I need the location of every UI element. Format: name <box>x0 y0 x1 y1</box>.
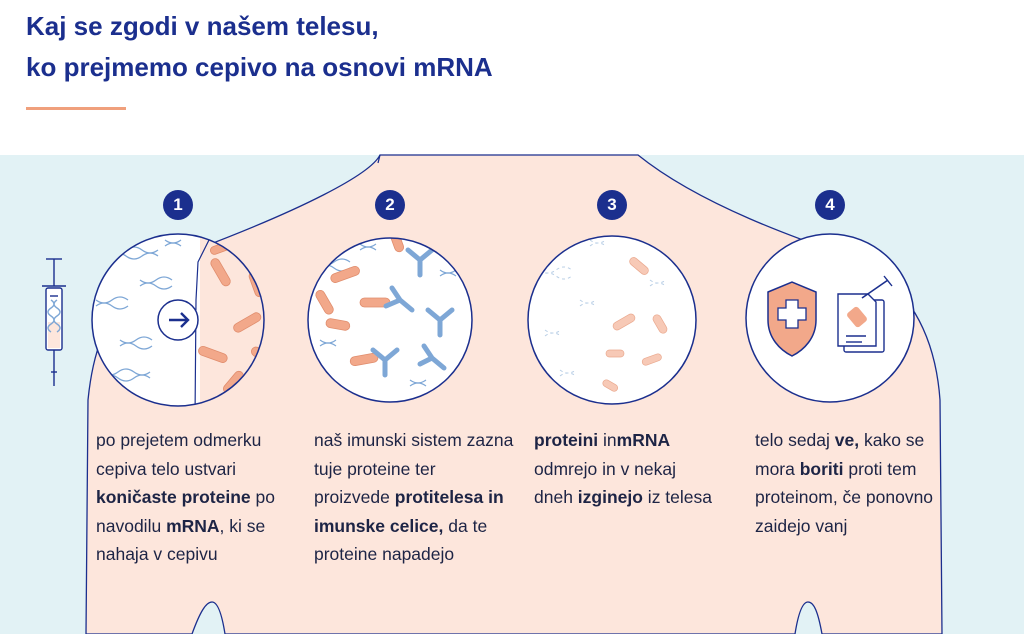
emphasis-text: koničaste proteine <box>96 487 251 507</box>
body-text: in <box>598 430 617 450</box>
antibodies <box>370 247 455 378</box>
step-text-1: po prejetem odmerku cepiva telo ustvari … <box>96 426 296 569</box>
body-text: proti tem proteinom, če ponovno zaidejo … <box>755 458 934 536</box>
shield-cross-icon <box>767 281 817 357</box>
step-text-4-content: telo sedaj ve, kako se mora boriti proti… <box>755 426 955 540</box>
emphasis-text: protitelesa in imunske celice, <box>314 487 504 536</box>
step-text-1-content: po prejetem odmerku cepiva telo ustvari … <box>96 426 296 569</box>
emphasis-text: proteini <box>534 430 599 450</box>
circle-step-4 <box>745 233 915 403</box>
body-text: odmrejo in v nekaj dneh <box>534 458 677 508</box>
title-underline <box>26 107 126 110</box>
step-number-2: 2 <box>375 190 405 220</box>
step-text-4: telo sedaj ve, kako se mora boriti proti… <box>755 426 955 540</box>
emphasis-text: ve, <box>834 430 860 450</box>
title-line-2: ko prejmemo cepivo na osnovi mRNA <box>26 52 493 82</box>
body-text: po navodilu <box>96 487 275 536</box>
page-title: Kaj se zgodi v našem telesu, ko prejmemo… <box>26 6 493 88</box>
emphasis-text: izginejo <box>577 487 643 507</box>
emphasis-text: boriti <box>799 458 844 479</box>
circle-step-3 <box>527 235 697 405</box>
step-text-2-content: naš imunski sistem zazna tuje proteine t… <box>314 426 514 569</box>
step-number-1: 1 <box>163 190 193 220</box>
body-text: po prejetem odmerku cepiva telo ustvari <box>96 430 262 479</box>
syringe-icon <box>42 258 66 386</box>
step-number-3: 3 <box>597 190 627 220</box>
body-text: telo sedaj <box>755 430 835 450</box>
step-number-4: 4 <box>815 190 845 220</box>
emphasis-text: mRNA <box>166 515 220 536</box>
step-text-2: naš imunski sistem zazna tuje proteine t… <box>314 426 514 569</box>
document-syringe-icon <box>837 275 893 353</box>
neck-line-left <box>377 154 381 164</box>
body-text: , ki se nahaja v cepivu <box>96 515 266 565</box>
title-line-1: Kaj se zgodi v našem telesu, <box>26 11 379 41</box>
circle-step-2 <box>307 237 473 403</box>
step-text-3: proteini inmRNA odmrejo in v nekaj dneh … <box>534 426 714 512</box>
body-text: kako se mora <box>755 430 925 479</box>
step-text-3-content: proteini inmRNA odmrejo in v nekaj dneh … <box>534 426 714 512</box>
body-text: naš imunski sistem zazna tuje proteine t… <box>314 430 514 507</box>
emphasis-text: mRNA <box>616 430 671 450</box>
arrow-right-icon <box>157 299 199 341</box>
body-text: iz telesa <box>642 487 712 507</box>
body-text: da te proteine napadejo <box>314 515 488 565</box>
